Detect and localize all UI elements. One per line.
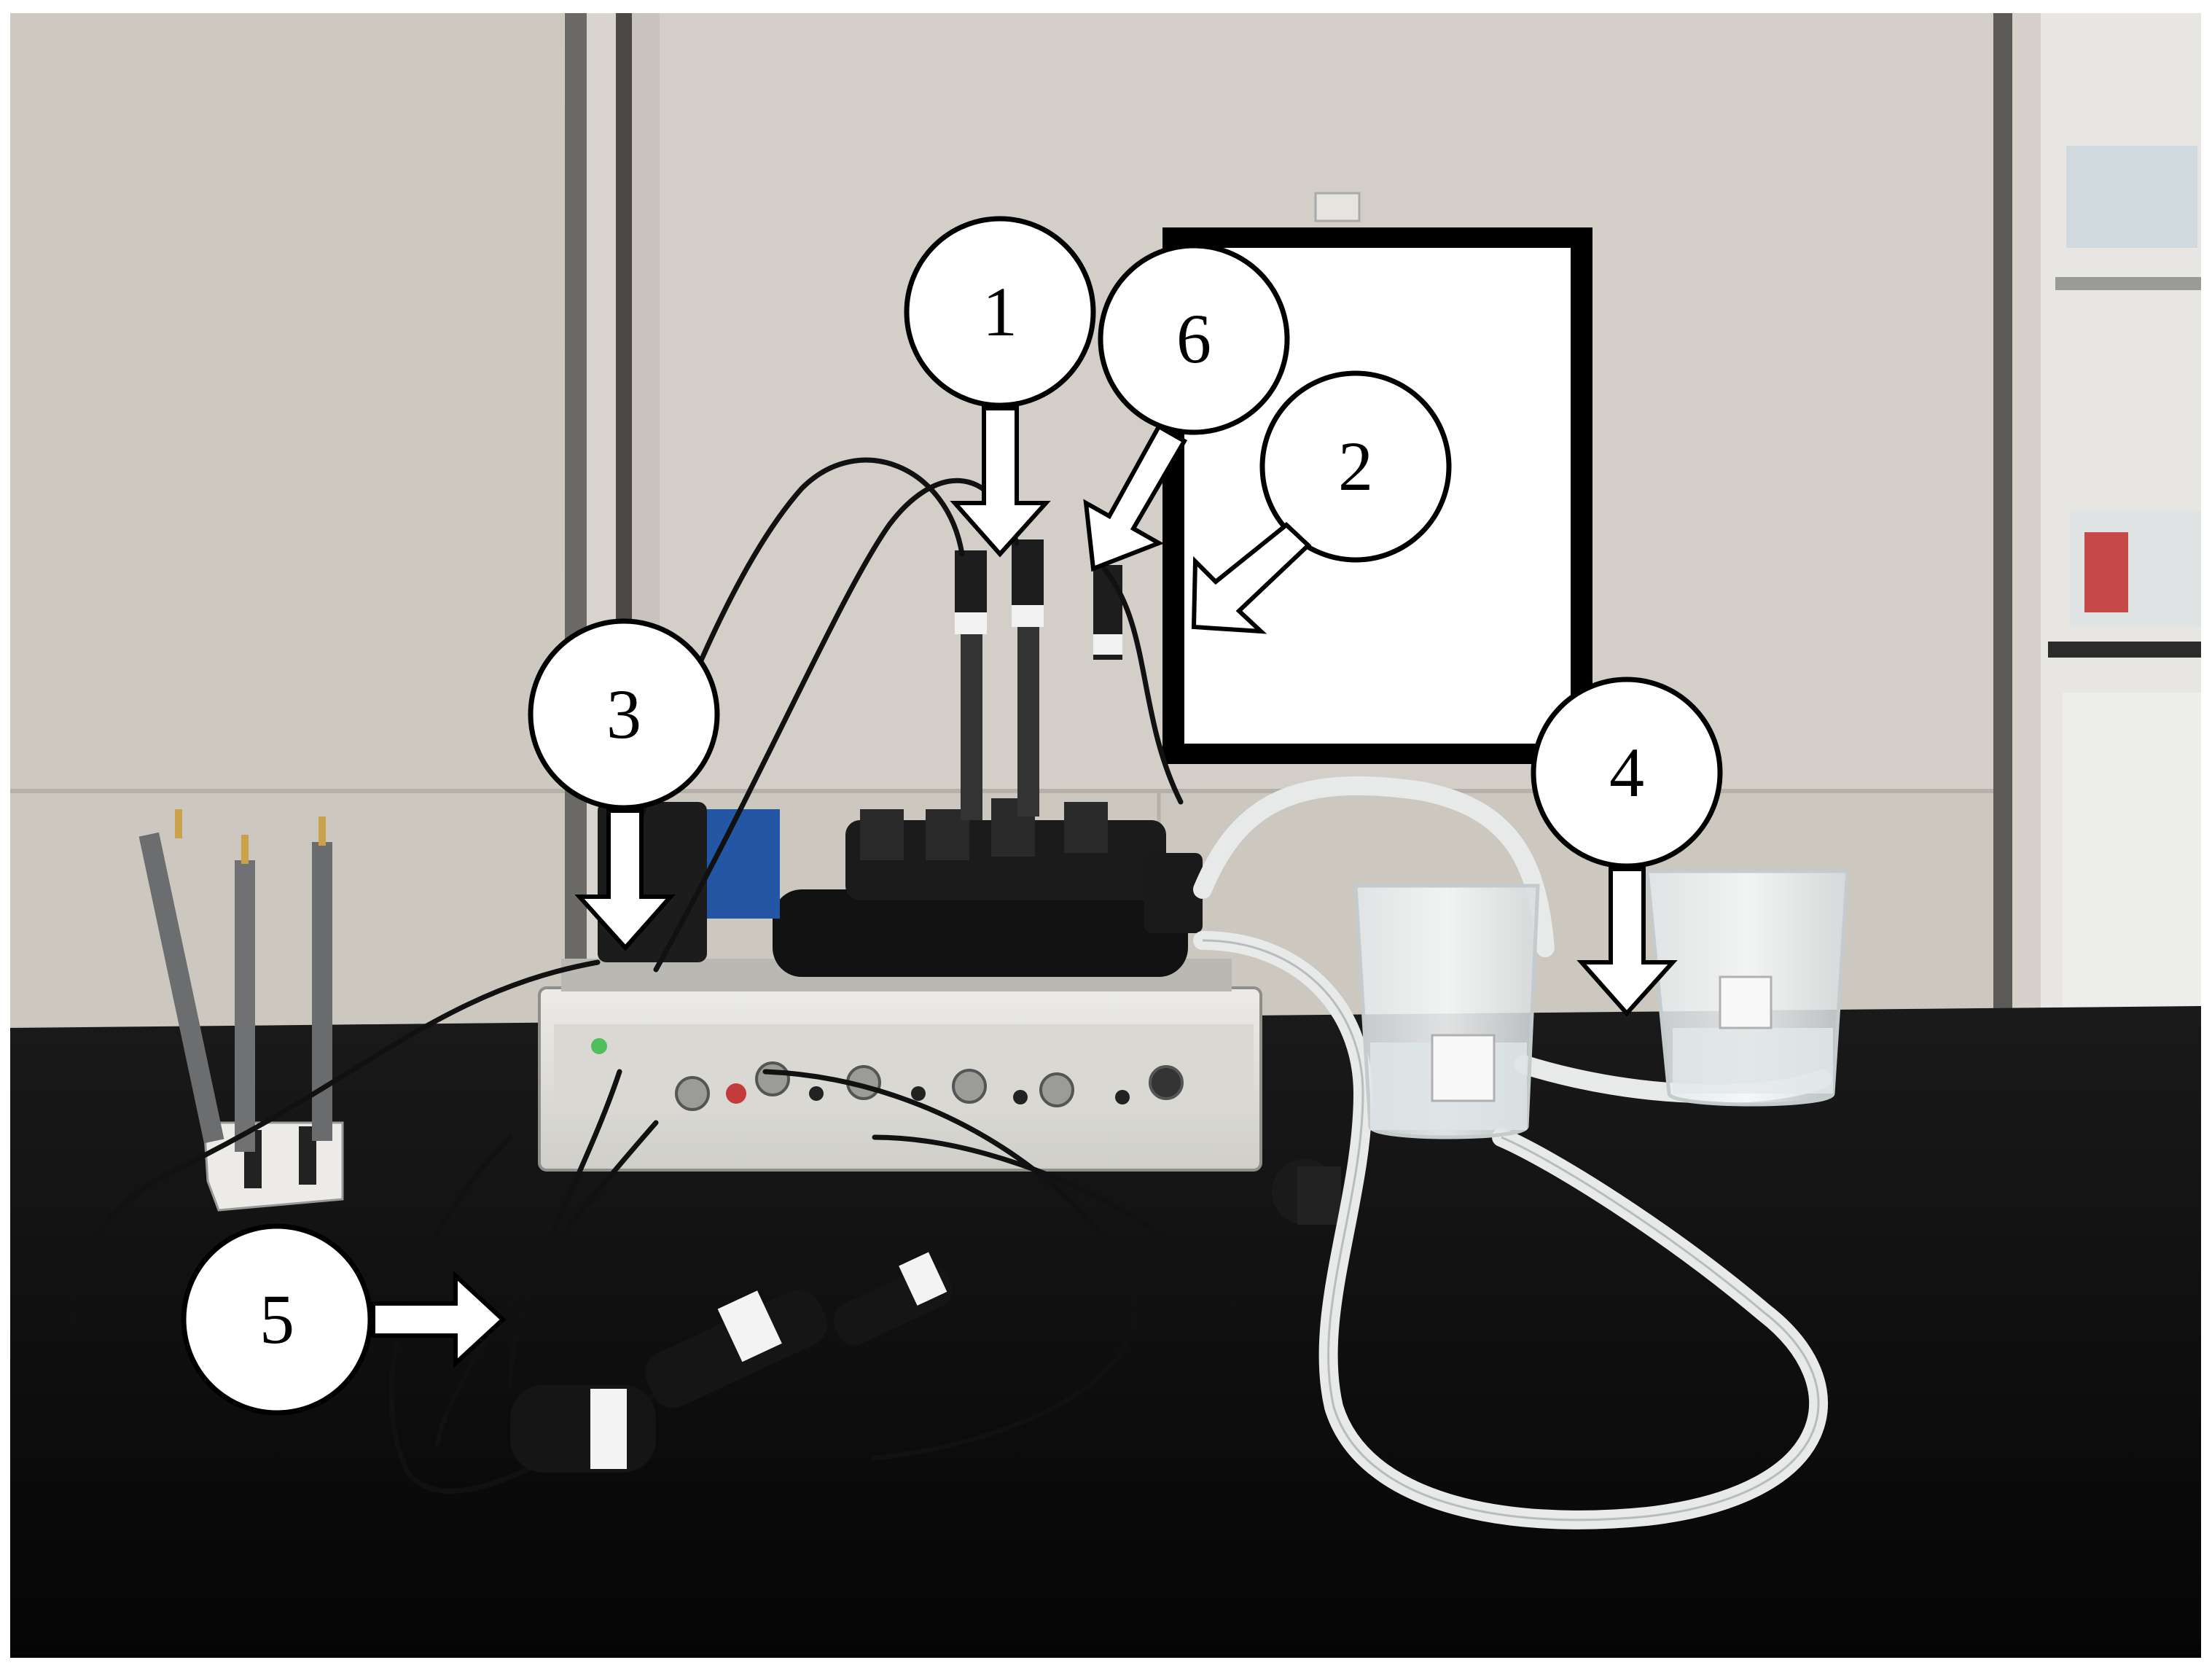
callout-6-arrow xyxy=(1083,423,1188,572)
electrochemical-cell xyxy=(598,798,1203,977)
callout-1: 1 xyxy=(904,216,1096,558)
callout-4: 4 xyxy=(1531,677,1723,1017)
callout-2-label: 2 xyxy=(1338,427,1373,505)
bench-electrodes xyxy=(510,1159,1341,1473)
callout-5-arrow xyxy=(371,1271,507,1368)
callout-5: 5 xyxy=(181,1223,507,1416)
callout-1-arrow xyxy=(950,406,1051,558)
electrode-stand xyxy=(138,809,344,1212)
callout-5-label: 5 xyxy=(259,1280,294,1358)
electrodes xyxy=(955,539,1122,820)
callout-2-arrow xyxy=(1191,522,1312,634)
callout-3-label: 3 xyxy=(606,675,641,753)
callout-1-label: 1 xyxy=(982,273,1017,351)
callout-4-arrow xyxy=(1576,867,1678,1017)
callout-2: 2 xyxy=(1191,370,1452,634)
beakers xyxy=(1353,869,1850,1139)
callout-3-arrow xyxy=(574,808,676,951)
callout-6-label: 6 xyxy=(1176,300,1211,378)
callout-4-label: 4 xyxy=(1609,733,1644,811)
tubing-outline xyxy=(1202,939,1820,1521)
callout-6: 6 xyxy=(1083,243,1290,572)
callout-3: 3 xyxy=(528,618,720,951)
